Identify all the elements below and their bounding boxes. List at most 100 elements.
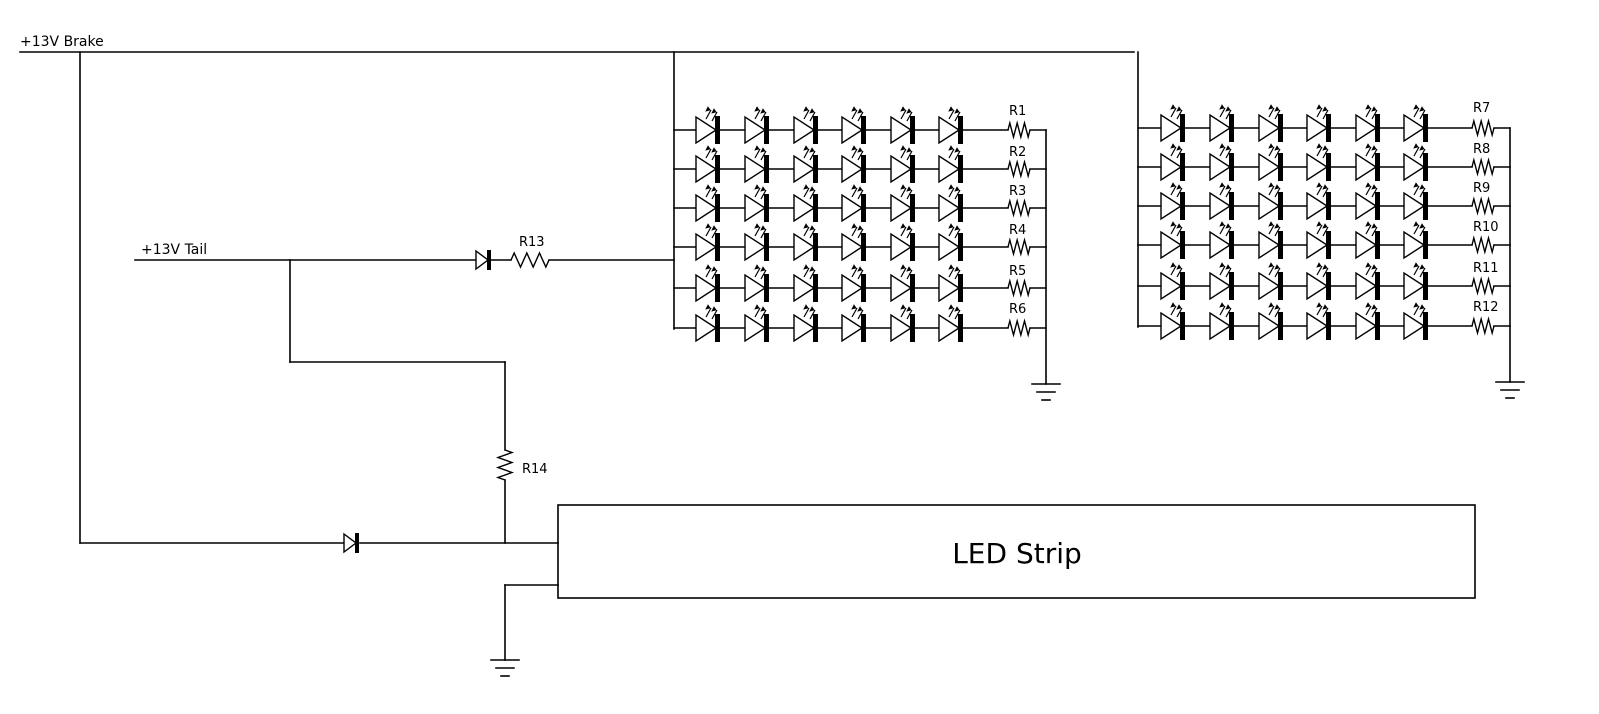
led-icon	[1403, 302, 1428, 341]
led-icon	[938, 184, 963, 223]
r1-label: R1	[1009, 104, 1026, 119]
led-icon	[1258, 221, 1283, 260]
led-strip-label: LED Strip	[952, 537, 1082, 570]
brake-label: +13V Brake	[20, 34, 104, 50]
ground-icon	[1495, 381, 1525, 399]
led-icon	[1355, 262, 1380, 301]
resistor-icon	[1007, 278, 1031, 298]
r9-label: R9	[1473, 181, 1490, 196]
led-icon	[1258, 302, 1283, 341]
led-icon	[1258, 262, 1283, 301]
r2-label: R2	[1009, 145, 1026, 160]
led-icon	[1209, 221, 1234, 260]
led-icon	[1160, 302, 1185, 341]
diode-icon	[343, 532, 359, 554]
r5-label: R5	[1009, 264, 1026, 279]
r10-label: R10	[1473, 220, 1499, 235]
led-icon	[695, 145, 720, 184]
r14-label: R14	[522, 462, 548, 477]
led-icon	[744, 304, 769, 343]
led-icon	[890, 184, 915, 223]
led-icon	[1258, 182, 1283, 221]
led-icon	[1306, 182, 1331, 221]
r4-label: R4	[1009, 223, 1026, 238]
led-icon	[793, 223, 818, 262]
led-icon	[1209, 143, 1234, 182]
led-icon	[1306, 262, 1331, 301]
led-icon	[938, 223, 963, 262]
led-icon	[1403, 221, 1428, 260]
led-icon	[793, 145, 818, 184]
led-icon	[1306, 302, 1331, 341]
ground-icon	[490, 659, 520, 677]
resistor-icon	[1471, 235, 1495, 255]
led-icon	[1160, 143, 1185, 182]
resistor-icon	[1007, 120, 1031, 140]
resistor-icon	[1007, 237, 1031, 257]
led-icon	[744, 223, 769, 262]
r11-label: R11	[1473, 261, 1499, 276]
tail-label: +13V Tail	[141, 242, 207, 258]
led-icon	[1306, 221, 1331, 260]
led-strip: LED Strip	[557, 504, 1476, 599]
r13-label: R13	[519, 235, 545, 250]
led-icon	[1403, 104, 1428, 143]
resistor-icon	[510, 251, 550, 269]
led-icon	[1258, 143, 1283, 182]
led-icon	[890, 106, 915, 145]
led-icon	[1306, 104, 1331, 143]
led-icon	[1160, 262, 1185, 301]
resistor-icon	[1471, 118, 1495, 138]
led-icon	[1355, 143, 1380, 182]
led-icon	[1209, 104, 1234, 143]
led-icon	[695, 106, 720, 145]
led-icon	[841, 304, 866, 343]
resistor-icon	[1007, 318, 1031, 338]
led-icon	[793, 106, 818, 145]
led-icon	[1355, 221, 1380, 260]
led-icon	[744, 106, 769, 145]
led-icon	[841, 106, 866, 145]
led-icon	[695, 184, 720, 223]
led-icon	[793, 264, 818, 303]
r8-label: R8	[1473, 142, 1490, 157]
led-icon	[841, 264, 866, 303]
led-icon	[1403, 143, 1428, 182]
led-icon	[1160, 221, 1185, 260]
led-icon	[793, 304, 818, 343]
led-icon	[1160, 182, 1185, 221]
wires	[19, 51, 1511, 661]
resistor-icon	[1471, 316, 1495, 336]
led-icon	[1355, 302, 1380, 341]
resistor-icon	[1007, 159, 1031, 179]
led-icon	[1258, 104, 1283, 143]
led-icon	[1355, 182, 1380, 221]
led-icon	[1209, 262, 1234, 301]
led-icon	[1209, 182, 1234, 221]
led-icon	[695, 223, 720, 262]
led-icon	[1209, 302, 1234, 341]
r7-label: R7	[1473, 101, 1490, 116]
led-icon	[1403, 182, 1428, 221]
led-icon	[890, 145, 915, 184]
diode-icon	[475, 249, 491, 271]
led-icon	[938, 304, 963, 343]
led-icon	[1403, 262, 1428, 301]
led-icon	[890, 264, 915, 303]
led-icon	[744, 184, 769, 223]
led-icon	[793, 184, 818, 223]
r12-label: R12	[1473, 300, 1499, 315]
led-icon	[938, 264, 963, 303]
led-icon	[695, 304, 720, 343]
led-icon	[938, 145, 963, 184]
resistor-icon	[1471, 196, 1495, 216]
led-icon	[744, 264, 769, 303]
led-icon	[841, 184, 866, 223]
led-icon	[938, 106, 963, 145]
r6-label: R6	[1009, 302, 1026, 317]
led-icon	[841, 223, 866, 262]
ground-icon	[1031, 383, 1061, 401]
led-icon	[1306, 143, 1331, 182]
r3-label: R3	[1009, 184, 1026, 199]
